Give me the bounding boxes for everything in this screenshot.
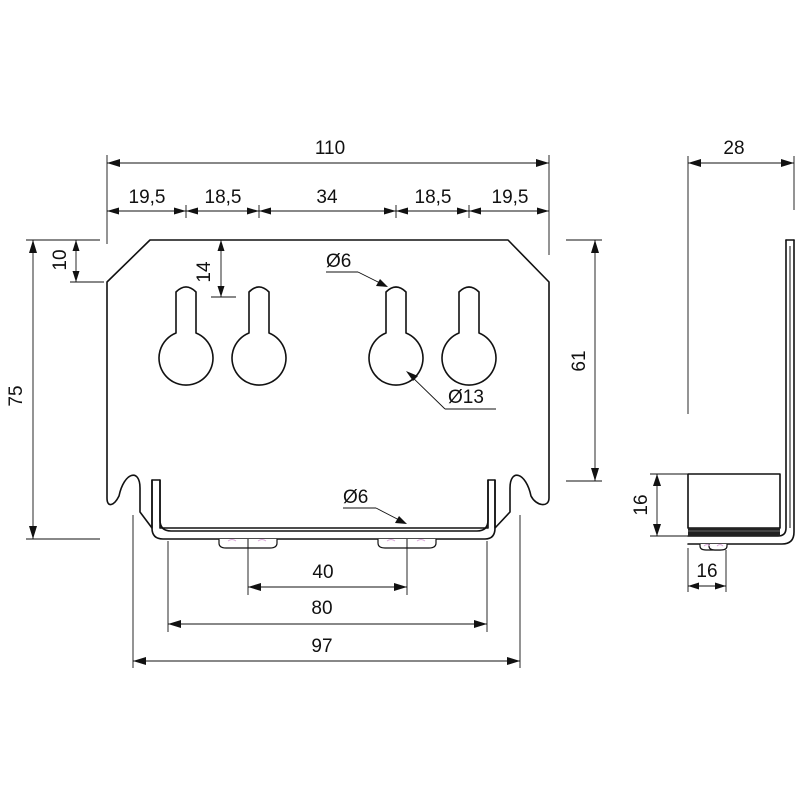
side-base-block — [687, 473, 781, 529]
roller-left — [218, 539, 278, 549]
keyhole-slot-1 — [158, 286, 214, 386]
keyhole-slot-4 — [441, 286, 497, 386]
callout-large-hole: Ø13 — [448, 387, 484, 408]
left-dimensions: 75 10 14 — [6, 239, 236, 540]
dim-seg-4: 18,5 — [415, 187, 452, 208]
dim-seg-3: 34 — [316, 187, 338, 208]
dim-side-height: 16 — [631, 494, 652, 515]
dim-overall-width: 110 — [315, 138, 345, 159]
callout-roller-diameter: Ø6 — [343, 487, 368, 508]
roller-right — [377, 539, 437, 549]
dim-slot-depth: 14 — [194, 261, 215, 283]
mounting-plate-outline — [106, 239, 550, 529]
dim-seg-1: 19,5 — [129, 187, 166, 208]
dim-side-width: 16 — [696, 561, 717, 582]
front-view — [106, 239, 550, 549]
callout-small-hole: Ø6 — [326, 251, 351, 272]
dim-top-chamfer: 10 — [50, 249, 71, 270]
base-channel-outer — [151, 479, 496, 540]
dim-roller-spacing: 40 — [312, 562, 333, 583]
top-dimensions: 110 19,5 18,5 34 18,5 19,5 — [106, 138, 550, 255]
bottom-dimensions: 40 80 97 — [132, 515, 521, 668]
dim-right-height: 61 — [569, 350, 590, 371]
side-base-strip — [688, 528, 780, 536]
side-view: 28 16 16 — [631, 138, 795, 592]
right-dimension: 61 — [566, 239, 602, 482]
hole-callouts: Ø6 Ø13 Ø6 — [326, 251, 496, 524]
dim-seg-2: 18,5 — [205, 187, 242, 208]
keyhole-slot-2 — [231, 286, 287, 386]
dim-seg-5: 19,5 — [492, 187, 529, 208]
dim-side-depth: 28 — [723, 138, 744, 159]
dim-base-width: 97 — [311, 636, 332, 657]
base-channel-inner — [159, 479, 489, 532]
dim-overall-height: 75 — [6, 385, 27, 406]
dim-inner-width: 80 — [311, 598, 332, 619]
